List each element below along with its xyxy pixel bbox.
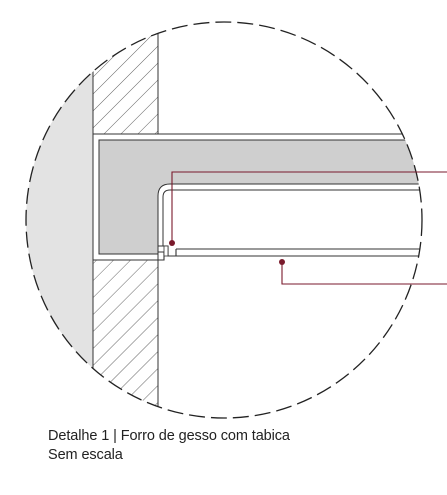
concrete-slab <box>98 139 422 255</box>
leader-tabica <box>169 171 447 246</box>
caption-scale-note: Sem escala <box>48 447 123 463</box>
leader-gypsum <box>279 259 447 285</box>
ceiling-plenum <box>163 190 422 249</box>
leader-dot-gypsum <box>279 259 285 265</box>
slab-inner-line <box>162 189 422 246</box>
gypsum-board <box>175 248 422 257</box>
masonry-wall-lower <box>92 259 159 418</box>
tabica-gap <box>163 245 169 257</box>
detail-circle-outline <box>25 21 423 419</box>
leader-dot-tabica <box>169 240 175 246</box>
caption-title: Detalhe 1 | Forro de gesso com tabica <box>48 428 290 444</box>
masonry-wall-upper <box>92 22 159 135</box>
ceiling-detail-drawing <box>25 21 447 419</box>
